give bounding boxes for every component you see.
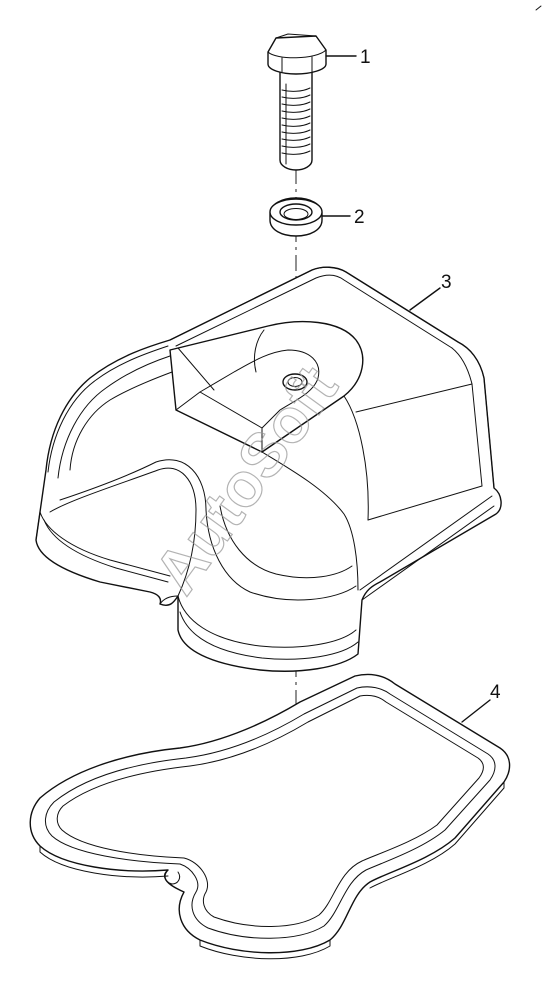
washer-part: [269, 197, 323, 237]
corner-mark: [535, 5, 542, 11]
gasket-part: [29, 673, 511, 960]
callout-2-label: 2: [354, 207, 365, 228]
callout-4-leader: [461, 699, 491, 723]
callout-3-label: 3: [441, 272, 452, 293]
bolt-thread-lines: [281, 83, 311, 165]
callout-1-label: 1: [360, 47, 371, 68]
valve-cover-part: [35, 266, 502, 672]
callout-4-label: 4: [490, 682, 501, 703]
bolt-part: [267, 33, 327, 171]
callout-3-leader: [409, 287, 441, 311]
